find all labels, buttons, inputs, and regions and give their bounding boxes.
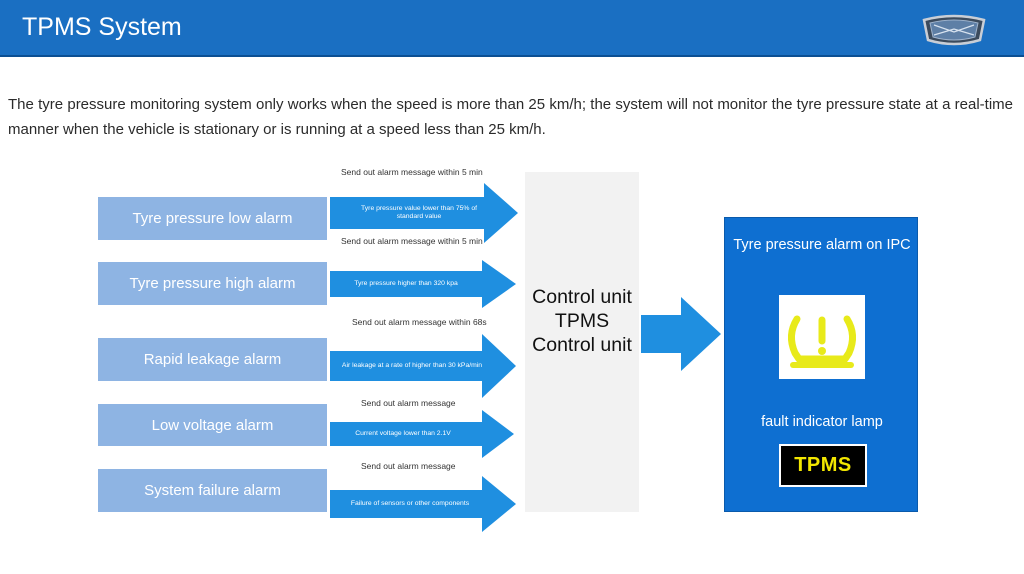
alarm-box-label: Tyre pressure low alarm: [132, 210, 293, 227]
arrow-condition-text: Air leakage at a rate of higher than 30 …: [341, 362, 483, 369]
alarm-box-tyre-pressure-high: Tyre pressure high alarm: [98, 262, 327, 305]
tpms-indicator-lamp: TPMS: [779, 444, 867, 487]
alarm-box-rapid-leakage: Rapid leakage alarm: [98, 338, 327, 381]
condition-arrow: Failure of sensors or other components: [330, 476, 516, 532]
tyre-pressure-warning-lamp: [779, 295, 865, 379]
intro-paragraph: The tyre pressure monitoring system only…: [8, 96, 1013, 138]
tyre-pressure-warning-icon: [788, 315, 856, 368]
alarm-box-label: Tyre pressure high alarm: [129, 275, 296, 292]
arrow-condition-text: Tyre pressure value lower than 75% of st…: [361, 205, 477, 220]
alarm-box-label: Rapid leakage alarm: [143, 351, 282, 368]
header-bar: TPMS System: [0, 0, 1024, 57]
alarm-message-text: Send out alarm message within 5 min: [341, 236, 483, 246]
tpms-badge-background: TPMS: [781, 446, 865, 485]
control-unit-panel: Control unit TPMS Control unit: [525, 172, 639, 512]
alarm-box-system-failure: System failure alarm: [98, 469, 327, 512]
alarm-message-text: Send out alarm message: [361, 398, 456, 408]
alarm-box-label: System failure alarm: [144, 482, 281, 499]
ipc-title: Tyre pressure alarm on IPC: [733, 237, 911, 253]
alarm-message-text: Send out alarm message within 5 min: [341, 167, 483, 177]
page-title: TPMS System: [22, 13, 182, 41]
alarm-box-low-voltage: Low voltage alarm: [98, 404, 327, 446]
control-unit-label: Control unit TPMS Control unit: [532, 286, 632, 356]
condition-arrow: Tyre pressure value lower than 75% of st…: [330, 183, 518, 243]
alarm-box-tyre-pressure-low: Tyre pressure low alarm: [98, 197, 327, 240]
condition-arrow: Tyre pressure higher than 320 kpa: [330, 260, 516, 308]
tpms-badge-text: TPMS: [794, 454, 852, 476]
arrow-condition-text: Tyre pressure higher than 320 kpa: [354, 280, 458, 287]
alarm-message-text: Send out alarm message: [361, 461, 456, 471]
geely-logo-icon: [922, 14, 986, 46]
arrow-condition-text: Failure of sensors or other components: [350, 500, 470, 507]
fault-indicator-label: fault indicator lamp: [761, 414, 883, 430]
arrow-condition-text: Current voltage lower than 2.1V: [355, 430, 451, 437]
control-to-ipc-arrow: [641, 297, 721, 371]
ipc-panel: Tyre pressure alarm on IPC fault indicat…: [724, 217, 918, 512]
condition-arrow: Air leakage at a rate of higher than 30 …: [330, 334, 516, 398]
alarm-message-text: Send out alarm message within 68s: [352, 317, 487, 327]
alarm-box-label: Low voltage alarm: [151, 416, 274, 434]
condition-arrow: Current voltage lower than 2.1V: [330, 410, 514, 458]
